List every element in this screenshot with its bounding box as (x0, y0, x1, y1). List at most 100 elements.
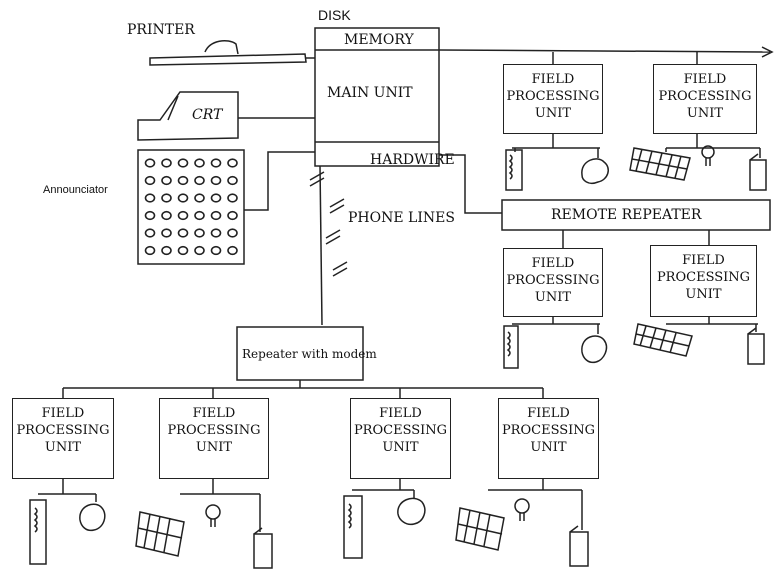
sensor-fan-icon (582, 159, 608, 183)
announciator-light (195, 229, 204, 237)
announciator-light (228, 194, 237, 202)
fpu-line-1: FIELD (654, 71, 756, 88)
announciator-light (212, 229, 221, 237)
announciator-label: Announciator (43, 182, 108, 199)
field-processing-unit-top-2: FIELD PROCESSING UNIT (653, 64, 757, 134)
announciator-light (162, 159, 171, 167)
disk-label: DISK (318, 7, 351, 24)
announciator-light (179, 229, 188, 237)
fpu-line-1: FIELD (651, 252, 756, 269)
announciator-light (228, 212, 237, 220)
fpu-line-3: UNIT (504, 105, 602, 122)
announciator-light (162, 194, 171, 202)
fpu-line-1: FIELD (499, 405, 598, 422)
sensor-fan-icon (582, 336, 607, 362)
field-processing-unit-bottom-3: FIELD PROCESSING UNIT (350, 398, 451, 479)
phone-line-trunk (320, 166, 322, 325)
announciator-light (212, 159, 221, 167)
printer-icon (150, 41, 306, 65)
announciator-light (179, 194, 188, 202)
announciator-light (195, 212, 204, 220)
announciator-light (179, 247, 188, 255)
phone-line-ticks (310, 172, 347, 276)
fpu-line-1: FIELD (160, 405, 268, 422)
remote-repeater-label: REMOTE REPEATER (551, 207, 701, 224)
crt-icon (138, 92, 238, 140)
announciator-light (228, 247, 237, 255)
announciator-light (146, 177, 155, 185)
fpu-line-1: FIELD (351, 405, 450, 422)
sensor-grid-icon (136, 512, 184, 556)
memory-label: MEMORY (344, 32, 414, 49)
sensor-grid-icon (630, 148, 690, 180)
fpu-line-3: UNIT (160, 439, 268, 456)
fpu-line-3: UNIT (13, 439, 113, 456)
sensor-grid-icon (634, 324, 692, 356)
sensor-gauge-icon (30, 500, 46, 564)
sensor-fan-icon (398, 498, 425, 524)
fpu-line-2: PROCESSING (504, 88, 602, 105)
repeater-modem-label: Repeater with modem (242, 346, 377, 363)
announciator-light (179, 177, 188, 185)
announciator-light (212, 194, 221, 202)
announciator-light (179, 159, 188, 167)
main-unit-label: MAIN UNIT (327, 85, 413, 102)
sensor-fan-icon (80, 504, 105, 530)
sensor-lamp-icon (515, 499, 529, 521)
crt-label: CRT (192, 107, 222, 124)
field-processing-unit-bottom-2: FIELD PROCESSING UNIT (159, 398, 269, 479)
fpu-line-2: PROCESSING (160, 422, 268, 439)
announciator-light (228, 229, 237, 237)
announciator-light (146, 247, 155, 255)
announciator-panel (138, 150, 244, 264)
printer-label: PRINTER (127, 22, 195, 39)
announciator-light (162, 177, 171, 185)
fpu-line-3: UNIT (499, 439, 598, 456)
announciator-light (212, 247, 221, 255)
fpu-line-1: FIELD (504, 255, 602, 272)
sensor-door-icon (750, 154, 766, 190)
sensor-lamp-icon (702, 146, 714, 166)
fpu-line-2: PROCESSING (654, 88, 756, 105)
announciator-light (162, 247, 171, 255)
fpu-line-2: PROCESSING (504, 272, 602, 289)
top-bus-line (439, 50, 770, 52)
announciator-light (212, 177, 221, 185)
sensor-gauge-icon (504, 326, 518, 368)
fpu-line-3: UNIT (351, 439, 450, 456)
announciator-light (146, 159, 155, 167)
sensor-door-icon (748, 328, 764, 364)
announciator-light (212, 212, 221, 220)
field-processing-unit-bottom-4: FIELD PROCESSING UNIT (498, 398, 599, 479)
phone-lines-label: PHONE LINES (348, 210, 455, 227)
announciator-light (195, 159, 204, 167)
fpu-line-2: PROCESSING (651, 269, 756, 286)
field-processing-unit-bottom-1: FIELD PROCESSING UNIT (12, 398, 114, 479)
announciator-light (195, 177, 204, 185)
announciator-light (146, 194, 155, 202)
hardwire-label: HARDWIRE (370, 152, 455, 169)
field-processing-unit-mid-2: FIELD PROCESSING UNIT (650, 245, 757, 317)
announciator-light (179, 212, 188, 220)
announciator-light (146, 229, 155, 237)
fpu-line-1: FIELD (13, 405, 113, 422)
announciator-light (228, 177, 237, 185)
field-processing-unit-mid-1: FIELD PROCESSING UNIT (503, 248, 603, 317)
sensor-door-icon (570, 526, 588, 566)
sensor-grid-icon (456, 508, 504, 550)
sensor-lamp-icon (206, 505, 220, 527)
sensor-gauge-icon (344, 496, 362, 558)
sensor-door-icon (254, 528, 272, 568)
fpu-line-2: PROCESSING (351, 422, 450, 439)
field-processing-unit-top-1: FIELD PROCESSING UNIT (503, 64, 603, 134)
announciator-light (195, 247, 204, 255)
announciator-light (162, 229, 171, 237)
sensor-gauge-icon (506, 150, 522, 190)
announciator-light (146, 212, 155, 220)
fpu-line-2: PROCESSING (13, 422, 113, 439)
fpu-line-3: UNIT (654, 105, 756, 122)
fpu-line-1: FIELD (504, 71, 602, 88)
announciator-lights (146, 159, 238, 254)
announciator-light (228, 159, 237, 167)
fpu-line-3: UNIT (651, 286, 756, 303)
